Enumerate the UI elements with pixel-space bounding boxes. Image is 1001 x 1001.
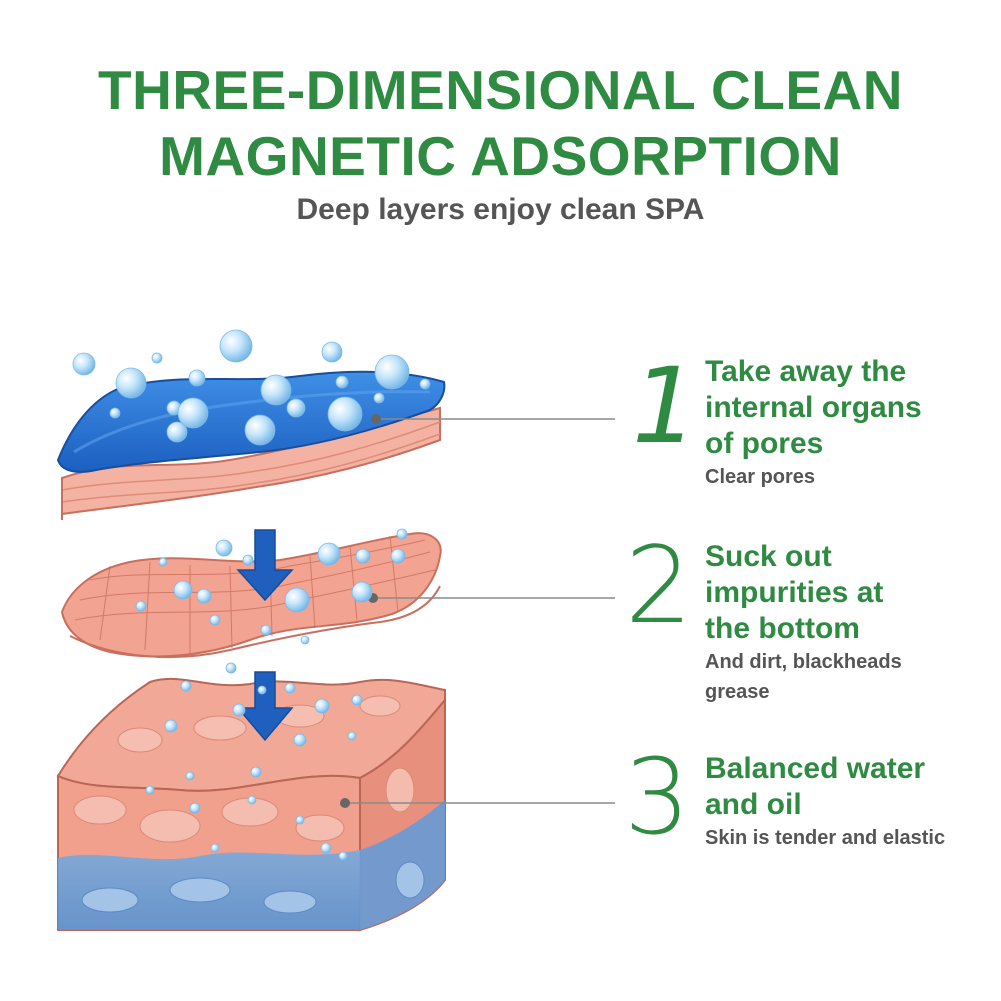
connector-dot [371,414,381,424]
bubble-icon [396,528,408,540]
bubble-icon [327,396,363,432]
step-2-detail: And dirt, blackheads [705,651,902,673]
bubble-icon [347,731,357,741]
step-2-headline-line: impurities at [705,576,884,609]
bubble-icon [247,795,257,805]
bubble-icon [300,635,310,645]
bubble-icon [293,733,307,747]
bubble-icon [286,398,306,418]
step-1-text: Take away the internal organs of pores C… [705,354,922,492]
connector-dot [340,798,350,808]
step-3-headline-line: and oil [705,788,802,821]
bubble-icon [321,341,343,363]
layer-2-skin [60,532,442,658]
bubble-icon [374,354,410,390]
connector-lines [345,418,615,804]
subtitle: Deep layers enjoy clean SPA [296,193,705,226]
bubble-icon [115,367,147,399]
step-3-text: Balanced water and oil Skin is tender an… [705,751,945,853]
step-2-headline-line: Suck out [705,540,832,573]
step-1-headline-line: Take away the [705,355,907,388]
bubble-icon [145,785,155,795]
bubble-icon [373,392,385,404]
bubble-icon [338,851,348,861]
bubble-icon [260,624,272,636]
bubble-icon [135,600,147,612]
bubble-icon [351,694,363,706]
step-number-2: 2 [625,524,693,647]
bubble-icon [314,698,330,714]
layer-3-skin-block [56,678,446,932]
bubble-icon [320,842,332,854]
down-arrow-icon [236,529,294,602]
bubble-icon [215,539,233,557]
step-2-headline-line: the bottom [705,612,860,645]
bubble-icon [257,685,267,695]
bubble-icon [151,352,163,364]
bubble-icon [260,374,292,406]
bubble-icon [177,397,209,429]
bubble-icon [219,329,253,363]
bubble-icon [210,843,220,853]
title-line-2: MAGNETIC ADSORPTION [159,125,842,187]
bubble-icon [244,414,276,446]
bubble-icon [72,352,96,376]
step-1-detail: Clear pores [705,466,816,488]
bubble-icon [242,554,254,566]
bubble-icon [158,557,168,567]
bubble-icon [295,815,305,825]
bubble-icon [232,703,246,717]
step-3-headline-line: Balanced water [705,752,926,785]
bubble-icon [351,581,373,603]
down-arrow-icon [236,671,294,742]
step-3-detail: Skin is tender and elastic [705,827,946,849]
step-2-text: Suck out impurities at the bottom And di… [705,539,902,707]
bubble-icon [185,771,195,781]
step-number-1: 1 [632,345,699,467]
bubble-icon [317,542,341,566]
bubble-icon [335,375,349,389]
step-1-headline-line: of pores [705,427,824,460]
bubble-icon [180,680,192,692]
layer-2-skin-mesh [60,532,442,658]
bubble-icon [166,421,188,443]
title-line-1: THREE-DIMENSIONAL CLEAN [98,59,903,121]
layer-1-gel-skin [56,370,446,520]
bubble-icon [164,719,178,733]
bubble-icon [109,407,121,419]
bubble-icon [196,588,212,604]
bubble-icon [225,662,237,674]
bubble-icon [188,369,206,387]
step-2-detail: grease [705,681,770,703]
bubble-group [72,329,431,861]
bubble-icon [284,587,310,613]
bubble-icon [209,614,221,626]
bubble-icon [173,580,193,600]
bubble-icon [355,548,371,564]
bubble-icon [250,766,262,778]
step-1-headline-line: internal organs [705,391,922,424]
bubble-icon [419,378,431,390]
bubble-icon [284,682,296,694]
bubble-icon [189,802,201,814]
bubble-icon [390,548,406,564]
step-number-3: 3 [624,736,691,858]
